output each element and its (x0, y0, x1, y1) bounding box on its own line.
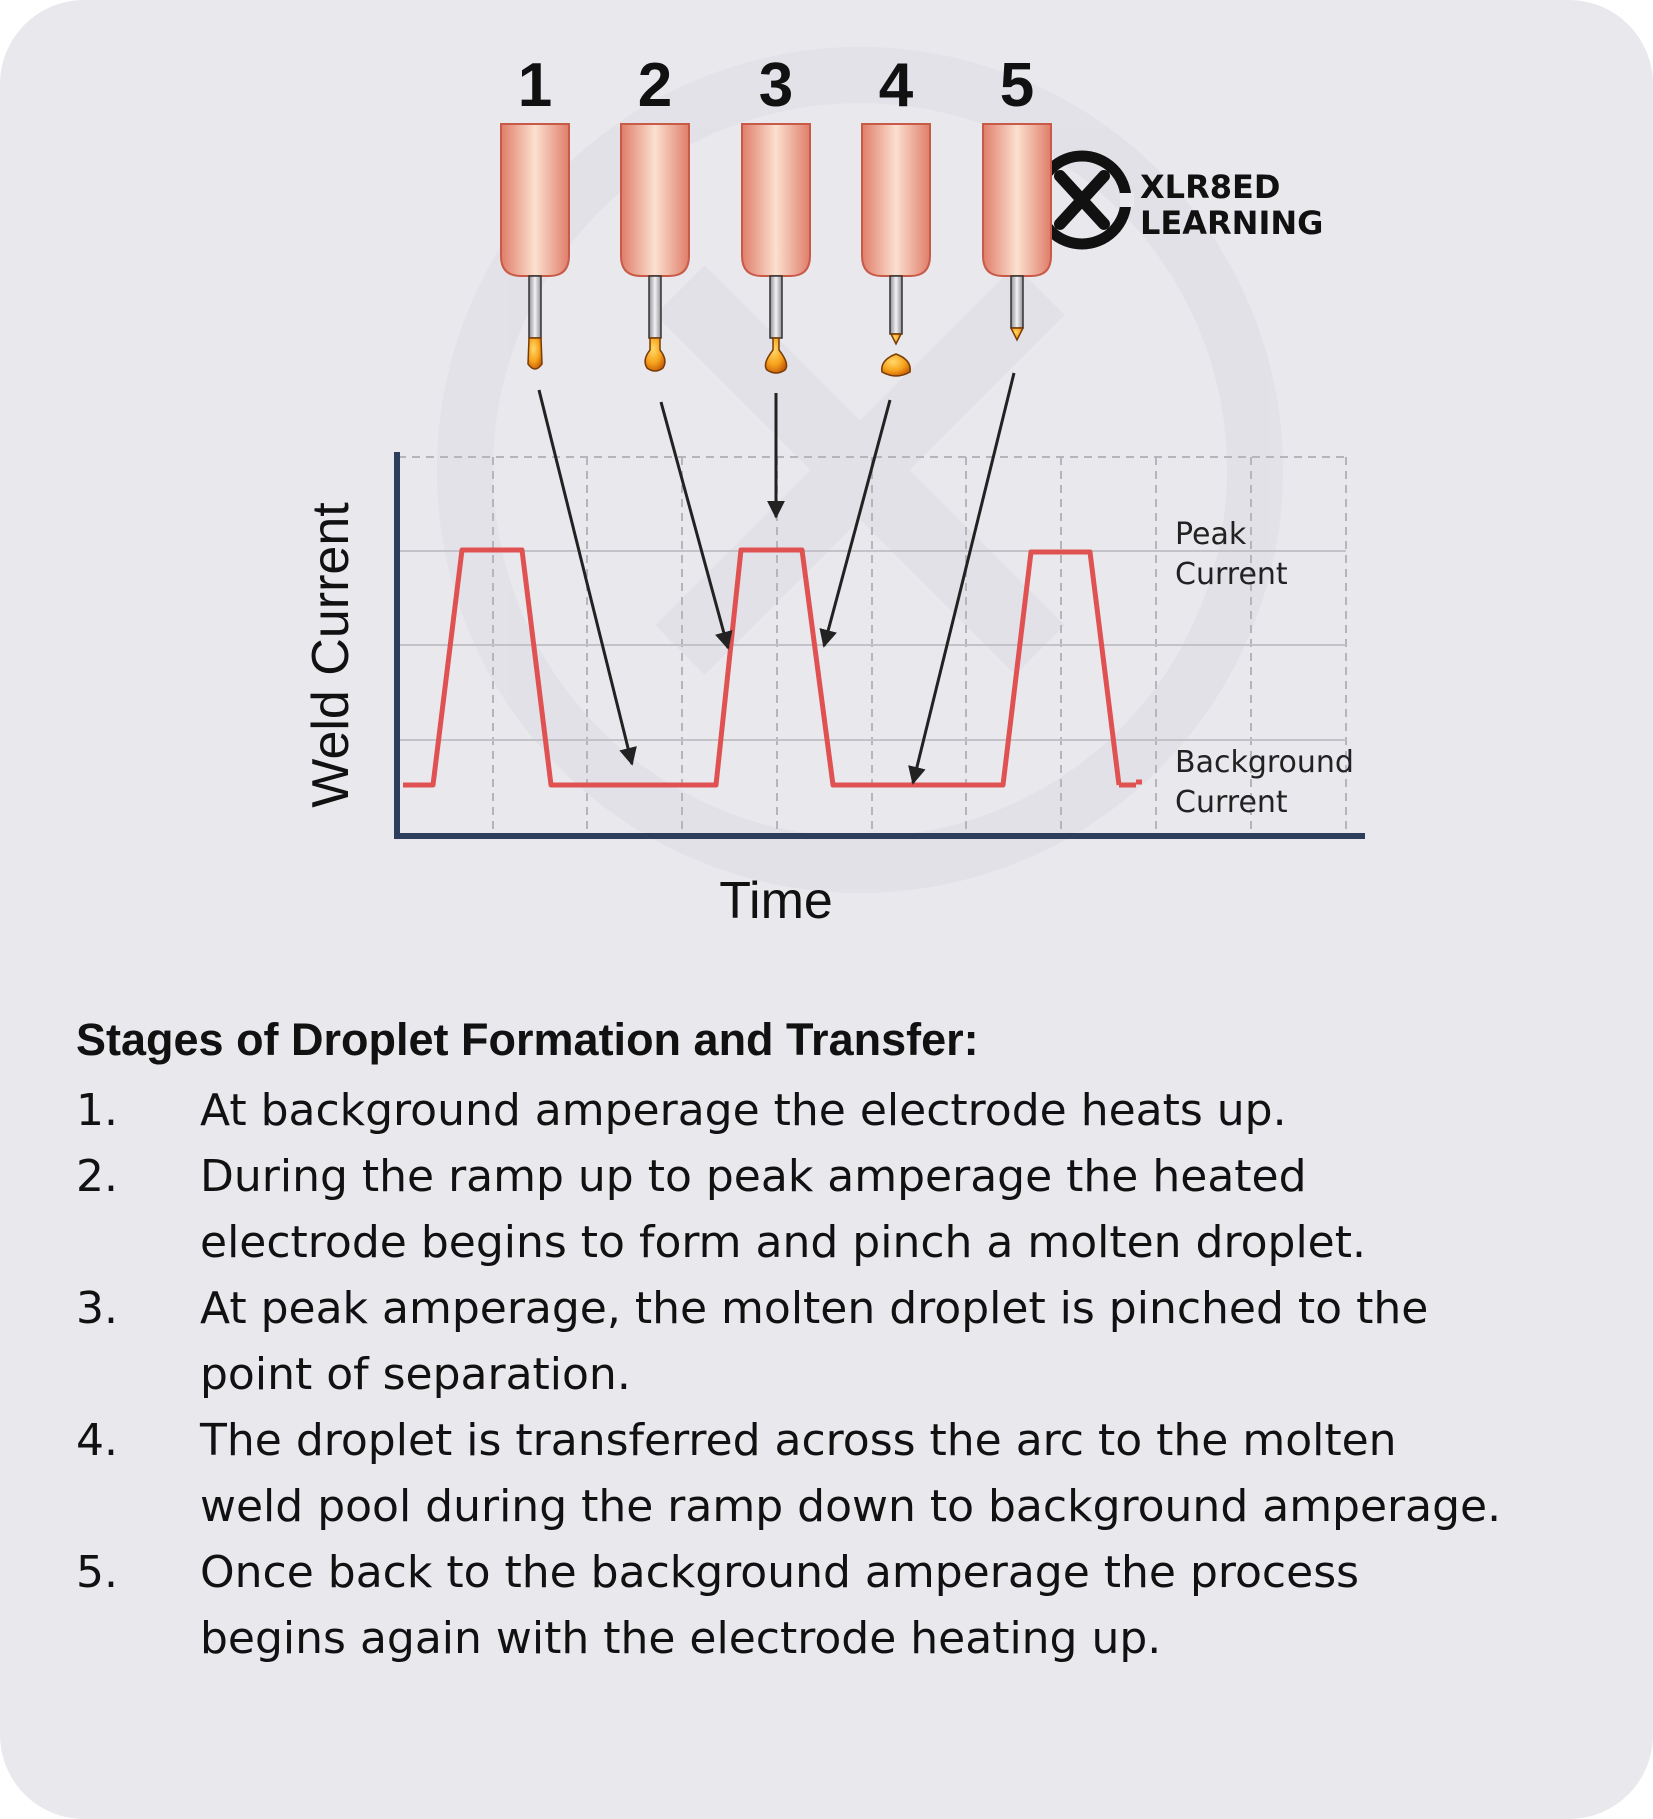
stage-arrows (537, 372, 1016, 785)
peak-current-label-line2: Current (1175, 557, 1288, 592)
molten-droplet (764, 337, 788, 374)
molten-droplet (1009, 327, 1025, 342)
nozzle (982, 123, 1052, 277)
electrode-stage-4 (861, 123, 931, 377)
electrode-wire (769, 275, 783, 339)
stage-item-text-line: At peak amperage, the molten droplet is … (200, 1283, 1429, 1334)
electrode-wire (528, 275, 542, 339)
stage-item-5: 5. Once back to the background amperage t… (76, 1540, 1596, 1672)
stage-number-3: 3 (759, 51, 793, 120)
molten-droplet (644, 337, 666, 372)
electrode-stage-5 (982, 123, 1052, 342)
background-current-label-line2: Current (1175, 785, 1288, 820)
arrow-stage-2 (659, 401, 733, 650)
stages-section: Stages of Droplet Formation and Transfer… (76, 1010, 1596, 1672)
electrode-stage-1 (500, 123, 570, 370)
stage-number-2: 2 (638, 51, 672, 120)
background-current-label-line1: Background (1175, 745, 1354, 780)
stages-list: 1. At background amperage the electrode h… (76, 1078, 1596, 1672)
stage-item-text-line: The droplet is transferred across the ar… (200, 1415, 1397, 1466)
stage-number-4: 4 (879, 51, 914, 120)
chart-axes (394, 452, 1365, 839)
stage-item-number: 4. (76, 1415, 118, 1466)
stage-item-text-line: During the ramp up to peak amperage the … (200, 1151, 1307, 1202)
peak-current-label-line1: Peak (1175, 517, 1247, 552)
stage-item-3: 3. At peak amperage, the molten droplet i… (76, 1276, 1596, 1408)
arrow-stage-1 (537, 389, 637, 766)
logo-line2: LEARNING (1140, 204, 1323, 242)
waveform-ellipsis (1130, 779, 1146, 788)
electrodes (500, 123, 1052, 377)
stage-item-number: 5. (76, 1547, 118, 1598)
stage-item-number: 2. (76, 1151, 118, 1202)
detached-droplet (881, 353, 911, 377)
weld-current-waveform (403, 547, 1122, 788)
y-axis-title: Weld Current (302, 502, 360, 808)
electrode-wire (648, 275, 662, 339)
arrow-stage-4 (819, 399, 892, 648)
chart-grid-solid (398, 550, 1346, 741)
stage-item-text-line: At background amperage the electrode hea… (200, 1085, 1287, 1136)
electrode-stage-3 (741, 123, 811, 374)
watermark (437, 47, 1283, 893)
diagram: XLR8ED LEARNING 1 2 3 4 5 (302, 47, 1365, 930)
stage-number-1: 1 (518, 51, 552, 120)
electrode-stage-2 (620, 123, 690, 372)
molten-droplet (889, 333, 903, 346)
stage-item-4: 4. The droplet is transferred across the … (76, 1408, 1596, 1540)
stages-heading: Stages of Droplet Formation and Transfer… (76, 1014, 979, 1065)
nozzle (741, 123, 811, 277)
stage-number-5: 5 (1000, 51, 1034, 120)
arrow-stage-5 (908, 372, 1016, 785)
electrode-wire (1010, 275, 1024, 329)
molten-droplet (527, 337, 543, 370)
stage-item-text-line: Once back to the background amperage the… (200, 1547, 1360, 1598)
x-axis-title: Time (719, 872, 833, 930)
stage-item-number: 1. (76, 1085, 118, 1136)
nozzle (500, 123, 570, 277)
electrode-wire (889, 275, 903, 335)
stage-item-number: 3. (76, 1283, 118, 1334)
nozzle (861, 123, 931, 277)
stage-item-text-line: weld pool during the ramp down to backgr… (200, 1481, 1502, 1532)
nozzle (620, 123, 690, 277)
stage-item-text-line: electrode begins to form and pinch a mol… (200, 1217, 1366, 1268)
brand-logo: XLR8ED LEARNING (1030, 150, 1323, 250)
logo-line1: XLR8ED (1140, 168, 1280, 206)
stage-item-text-line: begins again with the electrode heating … (200, 1613, 1162, 1664)
stage-item-text-line: point of separation. (200, 1349, 631, 1400)
stage-item-1: 1. At background amperage the electrode h… (76, 1078, 1596, 1144)
stage-item-2: 2. During the ramp up to peak amperage th… (76, 1144, 1596, 1276)
